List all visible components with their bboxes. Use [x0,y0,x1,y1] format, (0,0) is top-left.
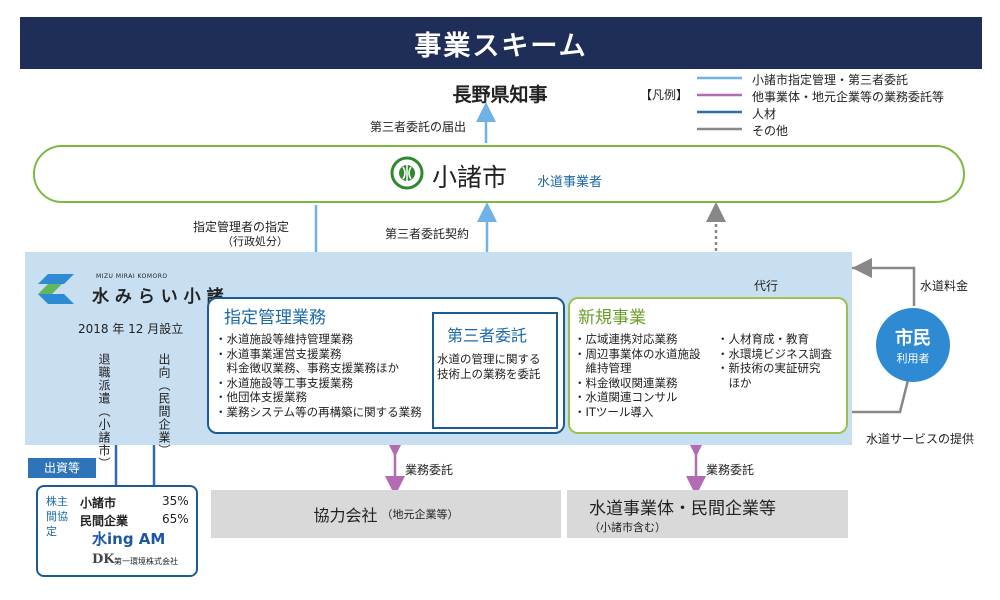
new-business-title: 新規事業 [578,308,646,328]
list-item: ・水環境ビジネス調査 [717,346,832,361]
citizen-sub: 利用者 [896,352,930,365]
list-item: ・料金徴収関連業務 [574,375,678,390]
utilities-box: 水道事業体・民間企業等 （小諸市含む） [567,490,848,538]
designated-management-list: ・水道施設等維持管理業務 ・水道事業運営支援業務 料金徴収業務、事務支援業務ほか… [215,332,422,419]
third-party-contract-label: 第三者委託契約 [385,227,470,241]
outsourcing-label-left: 業務委託 [405,463,454,477]
partner-companies-box: 協力会社 （地元企業等） [211,490,561,538]
list-item: ・新技術の実証研究 [717,361,821,375]
list-item: ・周辺事業体の水道施設 [574,346,701,361]
legend-item-designated: 小諸市指定管理・第三者委託 [752,73,909,87]
company-logo-icon [34,272,78,306]
citizen-title: 市民 [895,328,931,349]
shareholder-name: 民間企業 [80,514,129,528]
third-party-desc: 水道の管理に関する 技術上の業務を委託 [437,352,541,381]
utilities-note: （小諸市含む） [589,520,666,534]
shareholder-pct: 35% [162,494,189,508]
city-role: 水道事業者 [537,175,603,190]
legend-item-personnel: 人材 [752,107,777,121]
service-label: 水道サービスの提供 [866,432,975,446]
designation-note: （行政処分） [222,235,288,248]
legend-item-outsourcing: 他事業体・地元企業等の業務委託等 [752,90,945,104]
water-fee-label: 水道料金 [920,279,969,293]
list-item: ・他団体支援業務 [215,390,307,404]
list-item: 維持管理 [574,361,632,375]
partner-note: （地元企業等） [381,508,459,521]
utilities-name: 水道事業体・民間企業等 [589,498,776,519]
legend-item-other: その他 [752,124,789,138]
city-emblem-icon [390,156,424,190]
secondment-label: 出向（民間企業） [157,353,171,457]
third-party-title: 第三者委託 [447,326,528,345]
list-item: ・水道施設等維持管理業務 [215,332,353,346]
partner-name: 協力会社 [313,506,378,525]
shareholder-agreement-label: 株主間協定 [46,495,68,538]
investment-badge: 出資等 [28,458,96,478]
established-date: 2018 年 12 月設立 [78,322,184,336]
list-item: ・人材育成・教育 [717,332,809,346]
new-business-list-2: ・人材育成・教育 ・水環境ビジネス調査 ・新技術の実証研究 ほか [717,332,832,390]
proxy-label: 代行 [754,279,779,293]
outsourcing-label-right: 業務委託 [706,463,755,477]
city-ellipse [33,145,965,203]
suing-am-logo: 水ing AM [92,530,166,548]
city-name: 小諸市 [432,163,508,192]
shareholders-box [36,485,198,577]
list-item: ・業務システム等の再構築に関する業務 [215,404,422,419]
list-item: 料金徴収業務、事務支援業務ほか [215,361,399,375]
list-item: ・ITツール導入 [574,404,654,419]
list-item: ほか [717,375,752,390]
company-name: 水 み ら い 小 諸 [92,287,224,307]
shareholder-pct: 65% [162,512,189,526]
new-business-box [568,297,848,434]
page-title: 事業スキーム [20,17,982,69]
list-item: ・水道事業運営支援業務 [215,346,342,361]
list-item: ・水道関連コンサル [574,390,678,404]
governor-label: 長野県知事 [452,84,548,106]
third-party-notice-label: 第三者委託の届出 [370,120,467,134]
company-logo-roman: MIZU MIRAI KOMORO [96,273,168,280]
citizen-circle: 市民 利用者 [876,308,950,382]
retirement-dispatch-label: 退職派遣（小諸市） [97,353,111,470]
shareholder-name: 小諸市 [80,496,117,510]
daiichi-logo-mark: DK [92,552,115,567]
legend-title: 【凡例】 [640,88,689,102]
new-business-list-1: ・広域連携対応業務 ・周辺事業体の水道施設 維持管理 ・料金徴収関連業務 ・水道… [574,332,701,419]
daiichi-logo-text: 第一環境株式会社 [114,557,178,566]
list-item: ・水道施設等工事支援業務 [215,375,353,390]
third-party-box [432,312,558,429]
designated-management-title: 指定管理業務 [224,308,326,328]
designation-label: 指定管理者の指定 [193,220,290,234]
list-item: ・広域連携対応業務 [574,332,678,346]
